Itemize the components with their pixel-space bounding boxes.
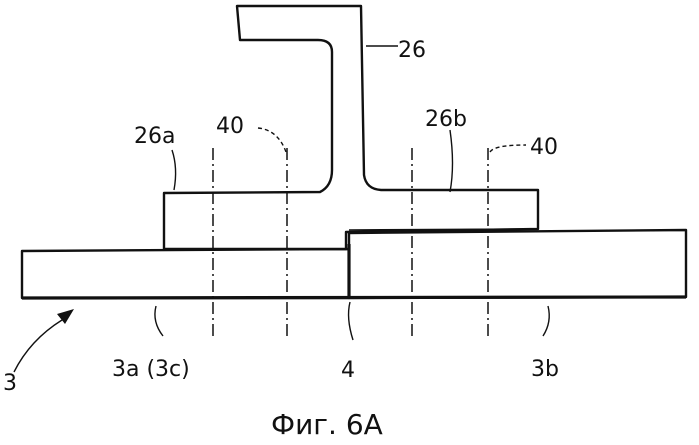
label-4: 4	[341, 358, 355, 383]
label-40-right: 40	[530, 135, 558, 160]
label-26b: 26b	[425, 107, 467, 132]
leader-3	[14, 320, 62, 372]
label-3: 3	[3, 371, 17, 396]
leader-40-left	[258, 128, 286, 152]
leader-4	[349, 302, 353, 340]
leader-40-right	[490, 145, 526, 152]
plate-3b	[349, 230, 686, 298]
label-3b: 3b	[531, 357, 559, 382]
leader-26a	[172, 150, 176, 190]
flange-26b-edge	[349, 229, 538, 230]
leader-3b	[543, 306, 549, 336]
label-26a: 26a	[134, 124, 175, 149]
leader-3a	[155, 306, 163, 336]
leader-26b	[450, 130, 453, 192]
label-40-left: 40	[216, 114, 244, 139]
plate-bottom-edge	[22, 297, 686, 298]
label-3a: 3a (3c)	[112, 357, 190, 382]
label-26: 26	[398, 38, 426, 63]
figure-caption: Фиг. 6A	[271, 408, 383, 441]
plate-3a	[22, 249, 349, 298]
